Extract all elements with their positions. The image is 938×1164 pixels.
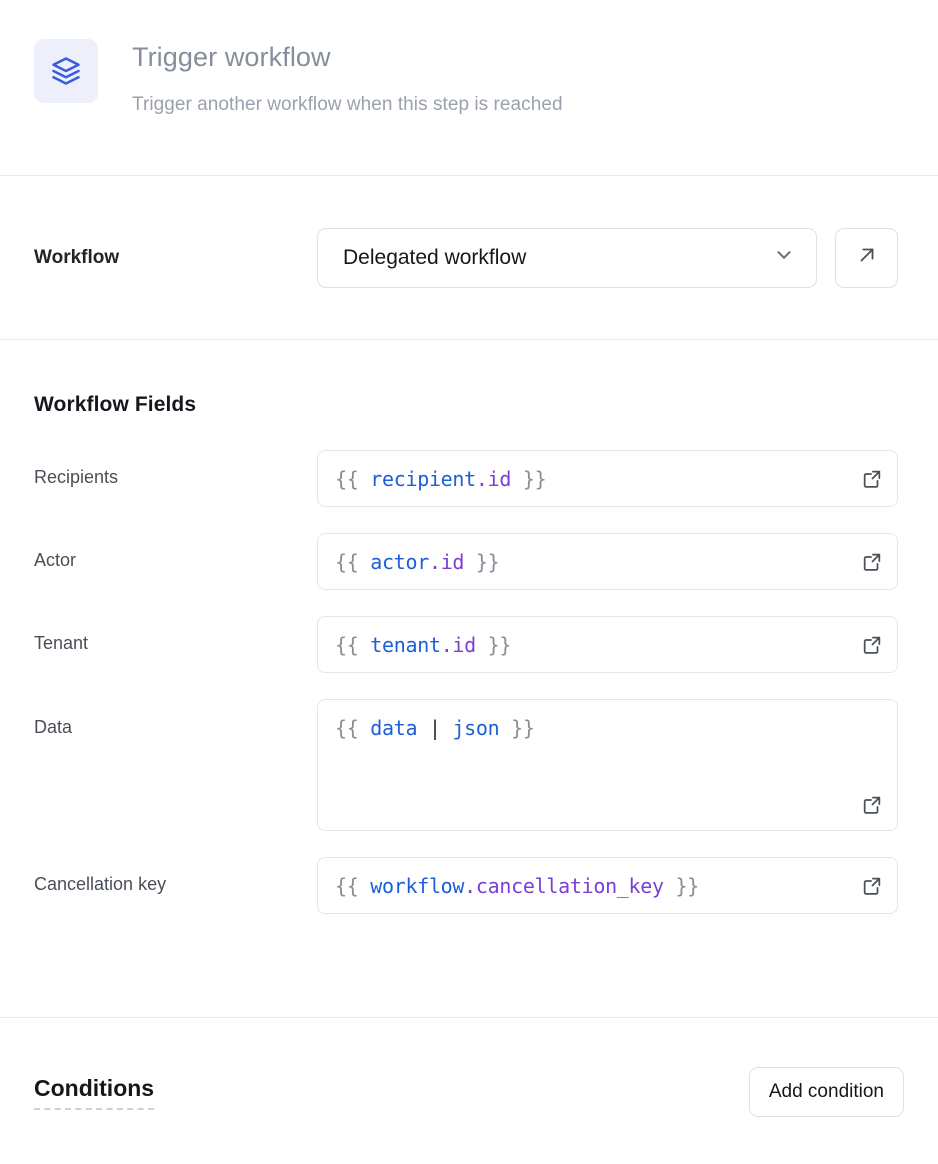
workflow-select[interactable]: Delegated workflow (317, 227, 817, 288)
liquid-expression: {{ recipient.id }} (335, 466, 845, 492)
open-workflow-button[interactable] (835, 227, 898, 288)
liquid-expression: {{ tenant.id }} (335, 632, 845, 658)
code-token-pipe: | (417, 716, 453, 740)
field-row: Recipients {{ recipient.id }} (34, 450, 904, 507)
field-label-recipients: Recipients (34, 467, 119, 487)
field-label-data: Data (34, 717, 73, 737)
layers-stack-icon-glyph (52, 57, 80, 85)
code-token-base: data (370, 716, 418, 740)
field-row: Actor {{ actor.id }} (34, 533, 904, 590)
code-token-base: tenant (370, 633, 441, 657)
external-link-icon[interactable] (861, 875, 883, 897)
external-link-icon[interactable] (861, 794, 883, 816)
page-title: Trigger workflow (132, 42, 331, 72)
chevron-down-icon (773, 244, 795, 271)
code-token-brace: {{ (335, 633, 371, 657)
workflow-select-group: Delegated workflow (317, 227, 898, 288)
layers-stack-icon (34, 39, 98, 103)
code-token-brace: }} (663, 874, 700, 898)
workflow-select-value: Delegated workflow (343, 245, 527, 269)
external-link-icon[interactable] (861, 551, 883, 573)
code-token-brace: {{ (335, 467, 371, 491)
code-token-prop: .id (440, 633, 477, 657)
workflow-label: Workflow (34, 246, 120, 268)
field-input-tenant[interactable]: {{ tenant.id }} (317, 616, 898, 673)
code-token-brace: }} (464, 550, 500, 574)
code-token-base: actor (370, 550, 429, 574)
field-input-data[interactable]: {{ data | json }} (317, 699, 898, 831)
code-token-prop: .id (475, 467, 512, 491)
code-token-brace: }} (511, 467, 547, 491)
code-token-base: recipient (370, 467, 476, 491)
add-condition-button[interactable]: Add condition (748, 1067, 904, 1117)
field-input-cancellation-key[interactable]: {{ workflow.cancellation_key }} (317, 857, 898, 914)
field-row: Tenant {{ tenant.id }} (34, 616, 904, 673)
field-row: Data {{ data | json }} (34, 699, 904, 831)
code-token-brace: {{ (335, 874, 371, 898)
divider-workflow (0, 339, 938, 340)
step-header-text: Trigger workflow Trigger another workflo… (132, 33, 563, 120)
workflow-section: Workflow Delegated workflow (0, 176, 938, 339)
liquid-expression: {{ actor.id }} (335, 549, 845, 575)
workflow-fields-list: Recipients{{ recipient.id }}Actor{{ acto… (34, 450, 904, 914)
workflow-fields-title: Workflow Fields (34, 393, 197, 416)
field-label-tenant: Tenant (34, 633, 89, 653)
conditions-section: Conditions Add condition (0, 1018, 938, 1164)
divider-header (0, 175, 938, 176)
code-token-brace: {{ (335, 550, 371, 574)
external-link-icon[interactable] (861, 634, 883, 656)
code-token-filter: json (452, 716, 500, 740)
page-subtitle: Trigger another workflow when this step … (132, 94, 563, 115)
conditions-title: Conditions (34, 1074, 155, 1110)
code-token-brace: {{ (335, 716, 371, 740)
code-token-brace: }} (499, 716, 535, 740)
step-header: Trigger workflow Trigger another workflo… (0, 0, 938, 175)
code-token-prop: .id (428, 550, 465, 574)
field-label-cancellation-key: Cancellation key (34, 874, 167, 894)
external-link-icon[interactable] (861, 468, 883, 490)
liquid-expression: {{ workflow.cancellation_key }} (335, 873, 845, 899)
liquid-expression: {{ data | json }} (335, 715, 849, 741)
code-token-base: workflow (370, 874, 465, 898)
field-input-recipients[interactable]: {{ recipient.id }} (317, 450, 898, 507)
code-token-brace: }} (475, 633, 512, 657)
code-token-prop: .cancellation_key (464, 874, 664, 898)
divider-fields (0, 1017, 938, 1018)
field-label-actor: Actor (34, 550, 77, 570)
workflow-fields-section: Workflow Fields Recipients{{ recipient.i… (0, 340, 938, 1017)
field-row: Cancellation key {{ workflow.cancellation… (34, 857, 904, 914)
arrow-up-right-icon (856, 244, 878, 271)
field-input-actor[interactable]: {{ actor.id }} (317, 533, 898, 590)
